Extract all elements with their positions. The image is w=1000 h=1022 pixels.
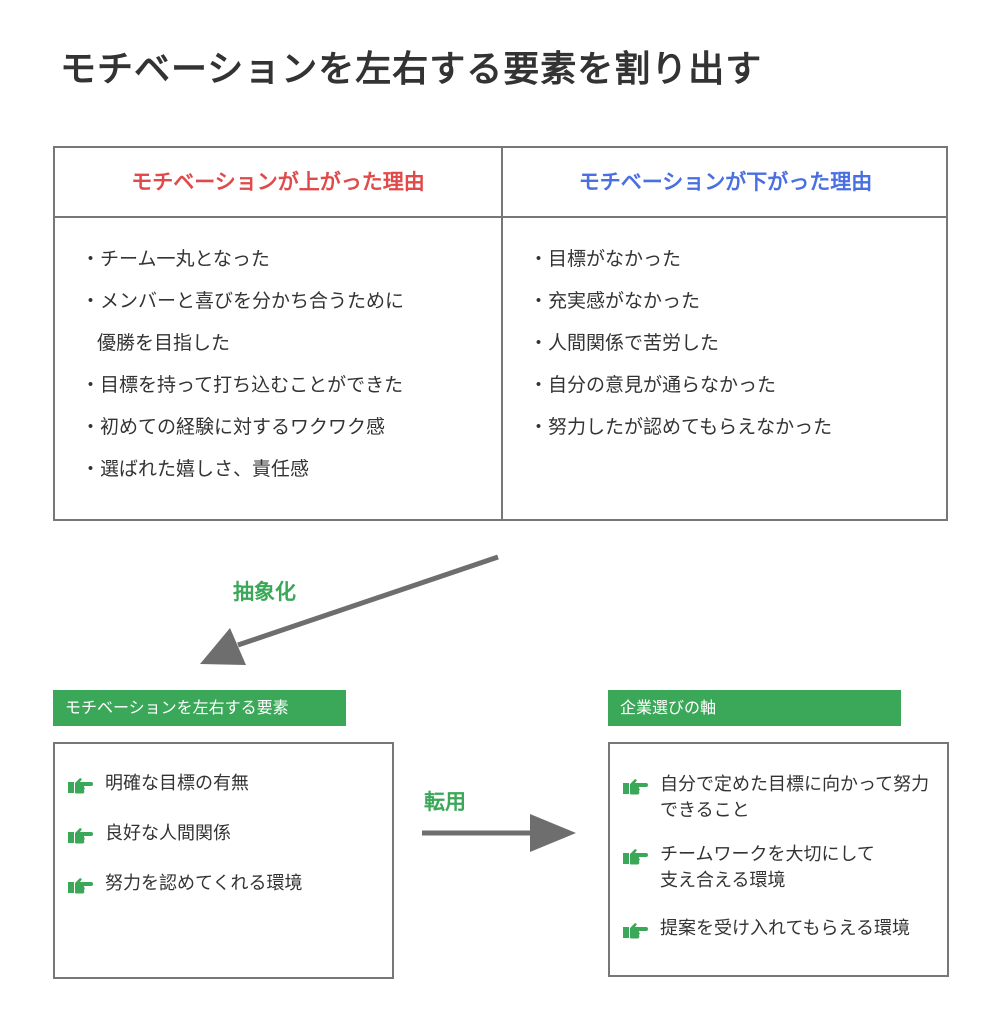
axis-item: チームワークを大切にして 支え合える環境 bbox=[622, 842, 875, 894]
list-item: チーム一丸となった bbox=[81, 238, 491, 280]
pointing-hand-icon bbox=[68, 878, 93, 894]
axis-text: 提案を受け入れてもらえる環境 bbox=[660, 916, 910, 942]
table-horizontal-divider bbox=[55, 216, 946, 218]
abstraction-arrow bbox=[200, 554, 499, 665]
list-item: 人間関係で苦労した bbox=[529, 322, 939, 364]
element-item: 努力を認めてくれる環境 bbox=[67, 871, 302, 897]
list-item: 初めての経験に対するワクワク感 bbox=[81, 406, 491, 448]
pointing-hand-icon bbox=[623, 923, 648, 939]
list-item: 優勝を目指した bbox=[97, 332, 231, 354]
element-text: 努力を認めてくれる環境 bbox=[105, 873, 303, 894]
transfer-label: 転用 bbox=[424, 790, 466, 814]
element-item: 良好な人間関係 bbox=[67, 821, 231, 847]
list-item: 努力したが認めてもらえなかった bbox=[529, 406, 939, 448]
pointing-hand-icon bbox=[68, 828, 93, 844]
reasons-table: モチベーションが上がった理由 モチベーションが下がった理由 チーム一丸となった … bbox=[53, 146, 948, 521]
axis-item: 自分で定めた目標に向かって努力 できること bbox=[622, 772, 929, 824]
axis-label: 企業選びの軸 bbox=[608, 690, 901, 726]
down-reasons-list: 目標がなかった 充実感がなかった 人間関係で苦労した 自分の意見が通らなかった … bbox=[529, 238, 939, 448]
pointing-hand-icon bbox=[623, 779, 648, 795]
pointing-hand-icon bbox=[68, 778, 93, 794]
abstraction-label: 抽象化 bbox=[233, 580, 296, 604]
transfer-arrow bbox=[422, 814, 576, 852]
axis-text-line: 自分で定めた目標に向かって努力 bbox=[660, 774, 930, 795]
list-item: 目標がなかった bbox=[529, 238, 939, 280]
list-item: 目標を持って打ち込むことができた bbox=[81, 364, 491, 406]
axis-text: チームワークを大切にして 支え合える環境 bbox=[660, 842, 875, 894]
axis-text: 自分で定めた目標に向かって努力 できること bbox=[660, 772, 929, 824]
up-reasons-list: チーム一丸となった メンバーと喜びを分かち合うために 優勝を目指した 目標を持っ… bbox=[81, 238, 491, 490]
elements-label: モチベーションを左右する要素 bbox=[53, 690, 346, 726]
elements-box: 明確な目標の有無 良好な人間関係 努力を認めてくれる環境 bbox=[53, 742, 394, 979]
list-item: 充実感がなかった bbox=[529, 280, 939, 322]
up-reasons-header: モチベーションが上がった理由 bbox=[131, 170, 425, 194]
list-item: 自分の意見が通らなかった bbox=[529, 364, 939, 406]
element-text: 良好な人間関係 bbox=[105, 823, 231, 844]
list-item: 選ばれた嬉しさ、責任感 bbox=[81, 448, 491, 490]
table-vertical-divider bbox=[501, 148, 503, 519]
element-text: 明確な目標の有無 bbox=[105, 773, 249, 794]
axis-text-line: チームワークを大切にして bbox=[660, 844, 875, 865]
pointing-hand-icon bbox=[623, 849, 648, 865]
list-item: メンバーと喜びを分かち合うために bbox=[81, 280, 491, 322]
axis-text-line: できること bbox=[660, 800, 750, 821]
axis-item: 提案を受け入れてもらえる環境 bbox=[622, 916, 910, 942]
axis-box: 自分で定めた目標に向かって努力 できること チームワークを大切にして 支え合える… bbox=[608, 742, 949, 977]
axis-text-line: 支え合える環境 bbox=[660, 870, 786, 891]
element-item: 明確な目標の有無 bbox=[67, 771, 249, 797]
page-title: モチベーションを左右する要素を割り出す bbox=[60, 49, 763, 90]
down-reasons-header: モチベーションが下がった理由 bbox=[578, 170, 873, 194]
axis-text-line: 提案を受け入れてもらえる環境 bbox=[660, 918, 911, 939]
